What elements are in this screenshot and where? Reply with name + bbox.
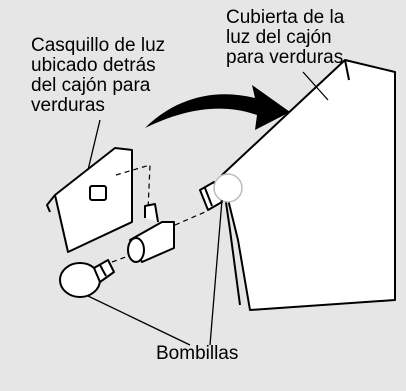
socket-side xyxy=(46,194,56,213)
cover-label-line-1: Cubierta de la xyxy=(226,7,345,28)
socket-label-line-4: verduras xyxy=(31,95,105,116)
bulb-holder-icon xyxy=(127,203,175,263)
holder-end xyxy=(127,237,145,263)
bulb-installed-glass xyxy=(213,173,243,203)
leader-socket xyxy=(87,119,101,171)
holder-prong xyxy=(144,203,159,223)
socket-label-line-2: ubicado detrás xyxy=(31,55,156,76)
bulb-socket-icon xyxy=(46,147,133,253)
socket-label-line-3: del cajón para xyxy=(31,75,151,96)
bulb-removed-thread xyxy=(99,264,107,277)
cover-label-line-2: luz del cajón xyxy=(226,27,332,48)
leader-bulb-installed xyxy=(209,199,223,346)
leader-cover xyxy=(302,71,329,101)
cover-label-line-3: para verduras xyxy=(226,47,344,68)
bulbs-label: Bombillas xyxy=(156,343,239,364)
alignment-line-socket xyxy=(115,164,151,211)
alignment-line-holder xyxy=(174,211,206,226)
curved-arrow-icon xyxy=(145,85,290,130)
bulb-installed-thread xyxy=(204,187,213,207)
leader-bulb-removed xyxy=(87,295,191,346)
socket-label-line-1: Casquillo de luz xyxy=(31,35,166,56)
leader-lines xyxy=(87,71,329,346)
socket-label: Casquillo de luz ubicado detrás del cajó… xyxy=(31,36,165,116)
bulb-removed-icon xyxy=(59,259,115,298)
light-cover-crease xyxy=(344,59,350,81)
cover-label: Cubierta de la luz del cajón para verdur… xyxy=(226,8,344,68)
socket-slot xyxy=(89,185,107,201)
